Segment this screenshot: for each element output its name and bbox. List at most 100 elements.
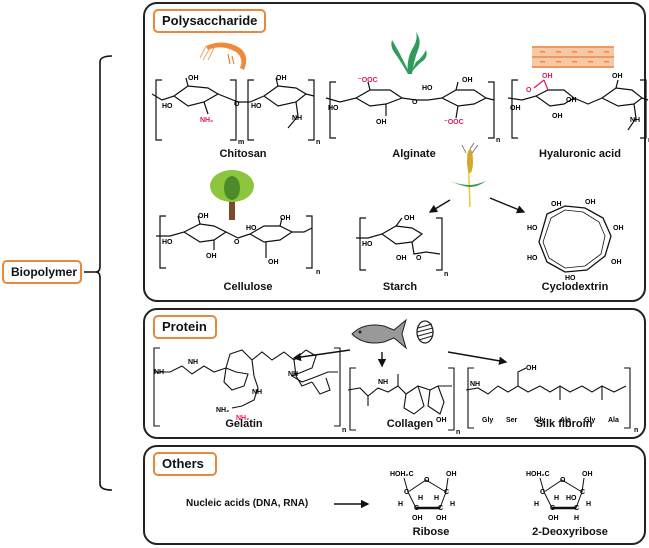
chem-label: OH: [436, 417, 447, 424]
residue-label: Gly: [534, 417, 545, 424]
chem-label: OH: [462, 77, 473, 84]
chem-label: OH: [612, 73, 623, 80]
subscript-n: n: [316, 269, 320, 276]
silk-fibroin-structure: NH OH Gly Ser Gly Ala Gly Ala n: [465, 365, 638, 434]
silkworm-cocoon-icon: [416, 320, 434, 344]
wheat-icon: [450, 142, 486, 208]
deoxyribose-structure: HOH₂C O OH C C C C H H HO H OH H: [526, 471, 593, 522]
chem-label: H: [554, 495, 559, 502]
chem-label: O: [560, 477, 566, 484]
protein-label: Protein: [153, 315, 217, 339]
chem-label: NH: [630, 117, 640, 124]
chem-label: OH: [276, 75, 287, 82]
chem-label: O: [424, 477, 430, 484]
nucleic-acids-label: Nucleic acids (DNA, RNA): [186, 498, 309, 509]
chem-label: HOH₂C: [390, 471, 414, 478]
chem-label: OH: [613, 225, 624, 232]
chem-label: HO: [527, 255, 538, 262]
tree-icon: [210, 170, 254, 220]
chem-label: OH: [188, 75, 199, 82]
chem-label: OH: [268, 259, 279, 266]
chem-label: O: [416, 255, 422, 262]
others-label: Others: [153, 452, 217, 476]
cyclodextrin-label: Cyclodextrin: [541, 281, 609, 293]
starch-label: Starch: [382, 281, 418, 293]
collagen-structure: NH OH n: [347, 367, 460, 436]
cyclodextrin-structure: OH OH HO OH HO OH HO: [527, 199, 624, 282]
chem-label: H: [398, 501, 403, 508]
chem-label: O: [412, 99, 418, 106]
chem-label: NH₂: [216, 407, 229, 414]
chem-label: NH: [288, 371, 298, 378]
highlight-amine: NH₂: [236, 415, 249, 422]
chem-label: C: [404, 489, 409, 496]
chem-label: NH: [252, 389, 262, 396]
chem-label: HOH₂C: [526, 471, 550, 478]
chem-label: OH: [526, 365, 537, 372]
subscript-n: n: [456, 429, 460, 436]
chem-label: HO: [162, 103, 173, 110]
chem-label: HO: [362, 241, 373, 248]
gelatin-structure: NH NH NH NH₂ NH₂ NH n: [153, 347, 346, 434]
subscript-n: n: [342, 427, 346, 434]
chem-label: NH: [292, 115, 302, 122]
chem-label: O: [234, 239, 240, 246]
deoxyribose-label: 2-Deoxyribose: [532, 526, 608, 538]
alginate-structure: ⁻OOC HO OH O HO OH ⁻OOC n: [325, 77, 500, 144]
cellulose-structure: OH HO OH O HO OH OH n: [156, 213, 320, 276]
residue-label: Gly: [482, 417, 493, 424]
nucleic-arrow: [334, 499, 370, 509]
chem-label: NH: [378, 379, 388, 386]
chem-label: OH: [566, 97, 577, 104]
chem-label: OH: [376, 119, 387, 126]
chem-label: C: [414, 505, 419, 512]
chem-label: C: [438, 505, 443, 512]
protein-arrows: [292, 349, 508, 368]
chem-label: OH: [404, 215, 415, 222]
chem-label: OH: [611, 259, 622, 266]
chem-label: NH: [470, 381, 480, 388]
chitosan-label: Chitosan: [219, 148, 267, 160]
tissue-icon: [532, 46, 614, 68]
chem-label: OH: [510, 105, 521, 112]
silk-fibroin-label: Silk fibroin: [535, 418, 593, 430]
residue-label: Ala: [560, 417, 571, 424]
highlight-carboxylate: ⁻OOC: [444, 119, 464, 126]
arrow-to-silk-fibroin: [447, 351, 508, 365]
highlight-hydroxyl: OH: [542, 73, 553, 80]
highlight-carboxylate: ⁻OOC: [358, 77, 378, 84]
chem-label: OH: [585, 199, 596, 206]
wheat-arrows: [428, 197, 526, 214]
chem-label: OH: [198, 213, 209, 220]
chem-label: C: [550, 505, 555, 512]
chem-label: H: [534, 501, 539, 508]
subscript-n: n: [316, 139, 320, 146]
chem-label: OH: [582, 471, 593, 478]
chem-label: HO: [422, 85, 433, 92]
subscript-n: n: [496, 137, 500, 144]
arrow-to-gelatin: [292, 349, 351, 362]
residue-label: Ala: [608, 417, 619, 424]
chem-label: C: [444, 489, 449, 496]
chem-label: NH: [154, 369, 164, 376]
cellulose-label: Cellulose: [223, 281, 273, 293]
subscript-n: n: [634, 427, 638, 434]
seaweed-icon: [391, 32, 427, 74]
arrow-to-starch: [428, 199, 451, 213]
chem-label: HO: [565, 275, 576, 282]
chem-label: HO: [246, 225, 257, 232]
highlight-amine: NH₂: [200, 117, 213, 124]
chem-label: H: [574, 515, 579, 522]
chem-label: OH: [548, 515, 559, 522]
chem-label: OH: [280, 215, 291, 222]
chem-label: H: [586, 501, 591, 508]
chem-label: NH: [188, 359, 198, 366]
chem-label: O: [234, 101, 240, 108]
chem-label: HO: [566, 495, 577, 502]
chem-label: OH: [551, 201, 562, 208]
residue-label: Ser: [506, 417, 518, 424]
chem-label: HO: [251, 103, 262, 110]
chem-label: HO: [162, 239, 173, 246]
chem-label: HO: [328, 105, 339, 112]
